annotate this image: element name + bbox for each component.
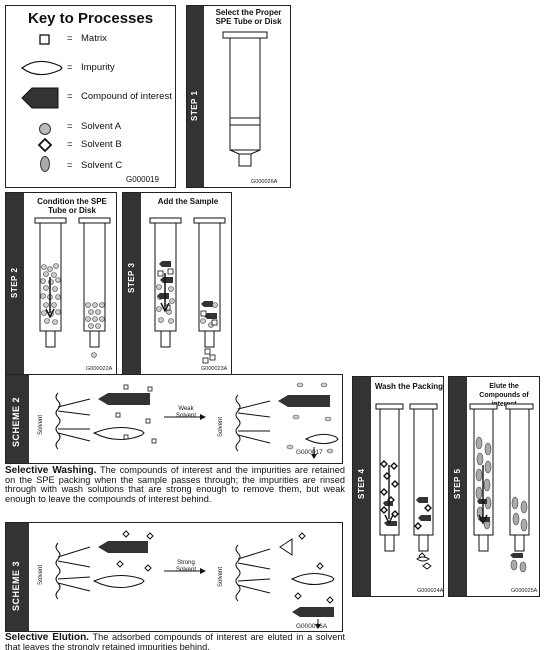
step3-title: Add the Sample: [157, 197, 219, 206]
key-code: G000019: [126, 175, 159, 184]
step3-panel: STEP 3 Add the Sample G000023A: [122, 192, 232, 375]
scheme3-solvent-left: Solvent: [38, 564, 44, 585]
step4-code: G000024A: [417, 588, 444, 594]
step4-bar: STEP 4: [353, 377, 371, 596]
spe-tube-icon: [222, 31, 268, 167]
conditioned-tube-icon: [34, 217, 67, 348]
scheme2-diagram: [55, 382, 339, 459]
leaf-icon: [20, 60, 63, 76]
oval-icon: [40, 156, 50, 172]
square-icon: [39, 34, 50, 45]
key-label-solvent-c: Solvent C: [81, 160, 123, 171]
scheme2-code: G000017: [296, 449, 323, 456]
scheme3-caption: Selective Elution. The adsorbed compound…: [5, 633, 345, 650]
step2-bar: STEP 2: [6, 193, 24, 374]
key-panel: Key to Processes = Matrix = Impurity = C…: [5, 5, 176, 188]
diamond-icon: [37, 137, 53, 153]
step5-code: G000025A: [511, 588, 538, 594]
step5-bar: STEP 5: [449, 377, 467, 596]
pentagon-icon: [21, 87, 59, 109]
step1-code: G000026A: [251, 179, 278, 185]
key-label-compound: Compound of interest: [81, 91, 172, 102]
sample-tube-left-icon: [149, 217, 182, 348]
step3-bar: STEP 3: [123, 193, 141, 374]
scheme2-solvent-right: Solvent: [218, 416, 224, 437]
key-label-impurity: Impurity: [81, 62, 115, 73]
scheme3-code: G000016A: [296, 623, 328, 630]
scheme2-caption: Selective Washing. The compounds of inte…: [5, 465, 346, 504]
scheme3-bar: SCHEME 3: [6, 523, 29, 631]
wash-tube-right-icon: [409, 403, 438, 570]
packed-tube-icon: [78, 217, 111, 358]
scheme2-solvent-left: Solvent: [38, 414, 44, 435]
key-title: Key to Processes: [28, 10, 154, 27]
key-label-solvent-b: Solvent B: [81, 139, 122, 150]
step3-code: G000023A: [201, 366, 228, 372]
scheme3-solvent-right: Solvent: [218, 566, 224, 587]
step4-title: Wash the Packing: [374, 382, 444, 391]
circle-icon: [39, 123, 51, 135]
key-label-solvent-a: Solvent A: [81, 121, 122, 132]
scheme2-bar: SCHEME 2: [6, 375, 29, 463]
step1-bar: STEP 1: [187, 6, 204, 187]
step4-panel: STEP 4 Wash the Packing G000024A: [352, 376, 444, 597]
elute-tube-left-icon: [469, 403, 498, 552]
step2-code: G000022A: [86, 366, 113, 372]
wash-tube-left-icon: [375, 403, 404, 552]
sample-tube-right-icon: [193, 217, 226, 364]
scheme3-diagram: [55, 530, 335, 629]
key-label-matrix: Matrix: [81, 33, 107, 44]
elute-tube-right-icon: [505, 403, 534, 573]
